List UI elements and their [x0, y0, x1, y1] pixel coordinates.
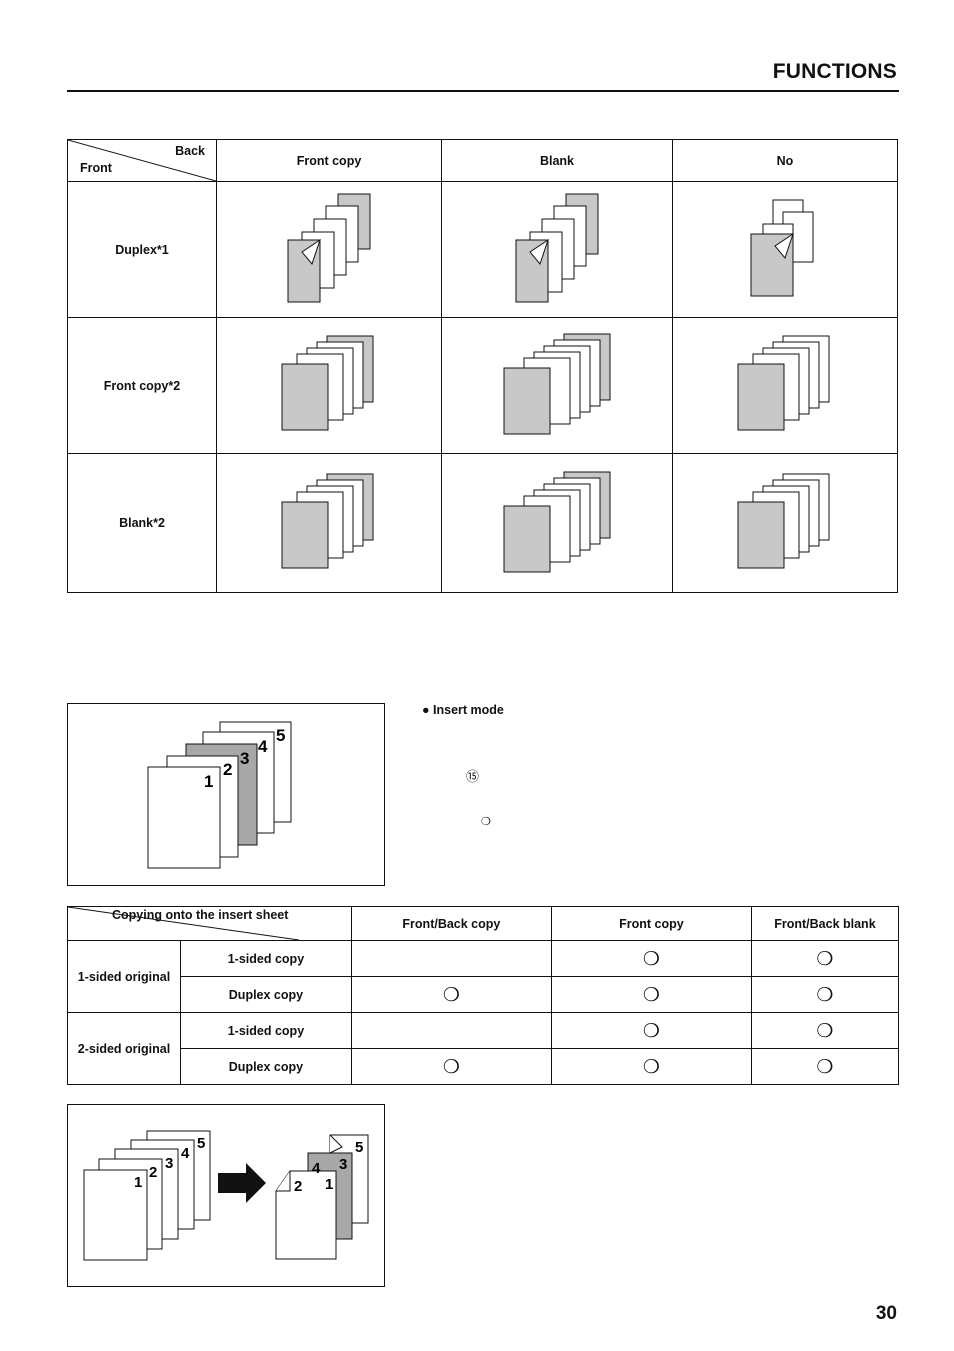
circle-mark: ❍ [550, 940, 752, 977]
circled-reference-15: ⑮ [466, 770, 480, 785]
circle-mark: ❍ [750, 1048, 900, 1085]
column-header-blank: Blank [441, 139, 673, 182]
circle-mark [350, 1012, 552, 1049]
right-number-5: 5 [355, 1139, 363, 1156]
sheet-number-4: 4 [258, 737, 268, 756]
arrow-right-icon [218, 1163, 266, 1203]
table2-corner-cell: Copying onto the insert sheet [67, 906, 352, 941]
blank-blank-stack [503, 471, 611, 572]
left-number-2: 2 [149, 1164, 157, 1181]
diagonal-divider [68, 907, 299, 940]
row-header-duplex: Duplex*1 [67, 181, 217, 318]
header-rule [67, 90, 899, 92]
circle-mark [350, 940, 552, 977]
circle-mark: ❍ [350, 1048, 552, 1085]
corner-back-label: Back [175, 144, 205, 158]
stack-illustration [441, 317, 673, 454]
insert-sheet-copy-table: Copying onto the insert sheet Front/Back… [67, 906, 900, 1085]
blank-front-copy-stack [281, 473, 374, 568]
stack-illustration [672, 181, 898, 318]
column-header-front-back-copy: Front/Back copy [350, 906, 552, 941]
left-number-1: 1 [134, 1174, 142, 1191]
left-number-4: 4 [181, 1145, 190, 1162]
row-header-front-copy: Front copy*2 [67, 317, 217, 454]
circle-mark: ❍ [550, 976, 752, 1013]
circle-mark: ❍ [550, 1012, 752, 1049]
circle-mark: ❍ [350, 976, 552, 1013]
group-label-2-sided-original: 2-sided original [67, 1012, 181, 1085]
sheet-number-3: 3 [240, 749, 249, 768]
duplex-blank-stack [515, 193, 599, 303]
circle-mark: ❍ [750, 1012, 900, 1049]
stack-illustration [672, 453, 898, 593]
column-header-front-back-blank: Front/Back blank [750, 906, 900, 941]
front-copy-blank-stack [503, 333, 611, 435]
page-number: 30 [875, 1303, 897, 1324]
row-label-duplex-copy: Duplex copy [180, 976, 352, 1013]
right-number-4: 4 [312, 1160, 321, 1177]
circle-mark-symbol: ❍ [481, 815, 491, 828]
page-title: FUNCTIONS [772, 60, 897, 83]
circle-mark: ❍ [750, 976, 900, 1013]
group-label-1-sided-original: 1-sided original [67, 940, 181, 1013]
stack-illustration [672, 317, 898, 454]
duplex-options-table: Back Front Front copy Blank No Duplex*1 [67, 139, 898, 593]
right-number-2: 2 [294, 1178, 302, 1195]
insert-sheets-diagram: 5 4 3 2 1 [147, 721, 292, 869]
left-number-3: 3 [165, 1155, 173, 1172]
row-label-duplex-copy: Duplex copy [180, 1048, 352, 1085]
front-copy-no-stack [737, 335, 830, 431]
insert-mode-illustration: 5 4 3 2 1 [67, 703, 385, 886]
column-header-no: No [672, 139, 898, 182]
column-header-front-copy: Front copy [550, 906, 752, 941]
blank-no-stack [737, 473, 830, 568]
sheet-number-2: 2 [223, 760, 232, 779]
stack-illustration [441, 453, 673, 593]
stack-illustration [216, 453, 442, 593]
stack-illustration [216, 181, 442, 318]
copy-conversion-illustration: 5 4 3 2 1 5 4 3 2 1 [67, 1104, 385, 1287]
corner-label: Copying onto the insert sheet [112, 908, 289, 922]
duplex-no-stack [750, 199, 814, 297]
row-label-1-sided-copy: 1-sided copy [180, 1012, 352, 1049]
duplex-front-copy-stack [287, 193, 371, 303]
front-copy-front-copy-stack [281, 335, 374, 431]
row-label-1-sided-copy: 1-sided copy [180, 940, 352, 977]
column-header-front-copy: Front copy [216, 139, 442, 182]
stack-illustration [441, 181, 673, 318]
original-to-copy-diagram: 5 4 3 2 1 5 4 3 2 1 [83, 1130, 369, 1261]
sheet-number-5: 5 [276, 726, 285, 745]
corner-front-label: Front [80, 161, 112, 175]
left-number-5: 5 [197, 1135, 205, 1152]
right-number-3: 3 [339, 1156, 347, 1173]
insert-mode-heading: ● Insert mode [422, 703, 504, 717]
table1-corner-cell: Back Front [67, 139, 217, 182]
circle-mark: ❍ [550, 1048, 752, 1085]
diagonal-divider [68, 140, 216, 181]
row-header-blank: Blank*2 [67, 453, 217, 593]
sheet-number-1: 1 [204, 772, 213, 791]
right-number-1: 1 [325, 1176, 333, 1193]
circle-mark: ❍ [750, 940, 900, 977]
stack-illustration [216, 317, 442, 454]
